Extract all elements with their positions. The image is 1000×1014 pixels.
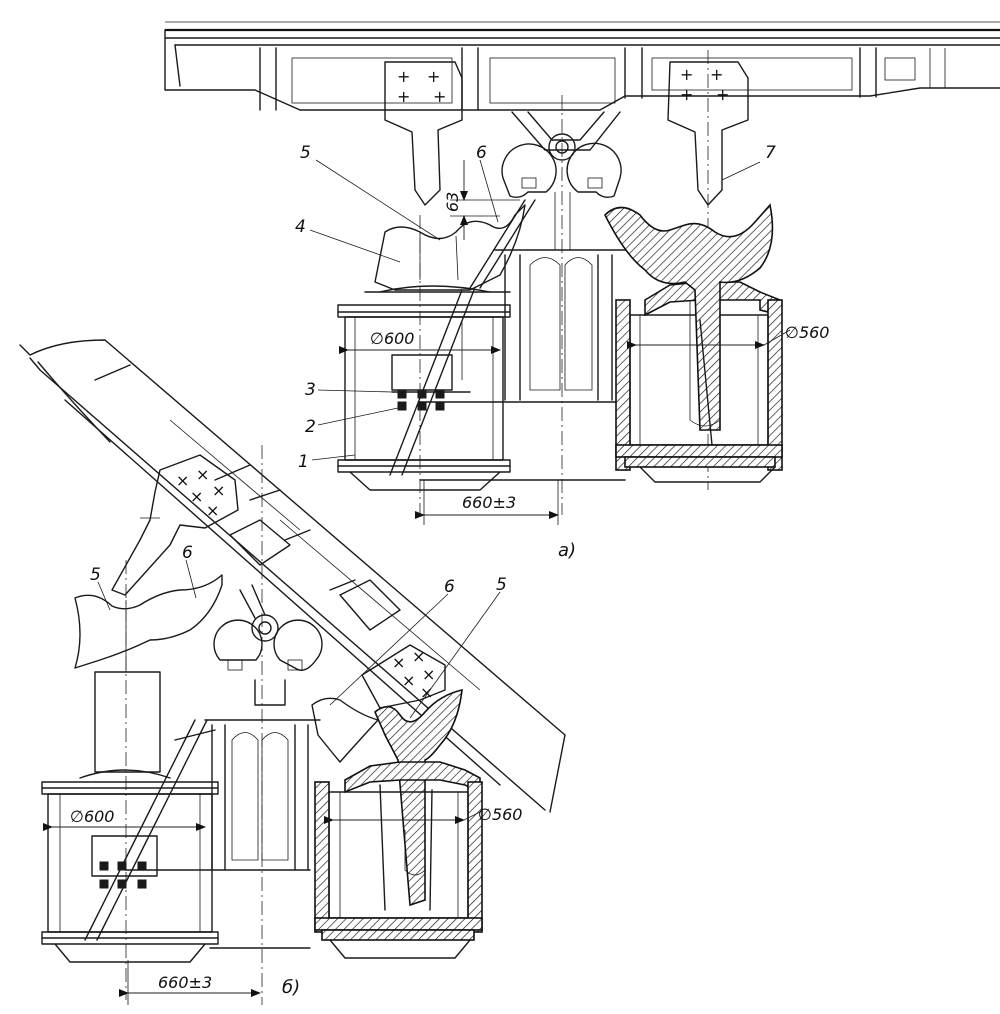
svg-text:×: × [412, 647, 425, 666]
view-a: ++ ++ ++ ++ [164, 21, 1000, 515]
svg-text:×: × [190, 487, 203, 506]
leaders-a [309, 159, 761, 461]
label-4-a: 4 [295, 217, 306, 237]
svg-text:+: + [433, 87, 446, 106]
view-b: ×× ×× × [19, 339, 566, 1005]
label-2-a: 2 [305, 417, 316, 437]
label-6-b-right: 6 [444, 577, 455, 597]
girder-bracket-left-a: ++ ++ [384, 61, 463, 206]
labels-view-a: 5 6 7 4 3 2 1 [295, 143, 776, 472]
svg-text:+: + [716, 85, 729, 104]
yoke-left-a [364, 199, 536, 293]
cylinder-right-a [604, 203, 783, 483]
label-1-a: 1 [298, 452, 309, 472]
dim-dia-560-a: ∅560 [785, 323, 829, 342]
pivot-b [213, 445, 323, 1005]
label-6-a: 6 [476, 143, 487, 163]
frame-a [419, 192, 631, 481]
svg-text:×: × [196, 465, 209, 484]
dim-dia-560-b: ∅560 [478, 805, 522, 824]
caption-a: а) [558, 540, 576, 561]
label-5-a: 5 [300, 143, 311, 163]
rollers-a [501, 142, 622, 199]
label-7-a: 7 [765, 143, 776, 163]
label-5-b-right: 5 [496, 575, 507, 595]
bracket-upper-b: ×× ×× × [111, 454, 239, 596]
captions: а) б) [282, 540, 576, 998]
dim-gap-63: 63 [443, 192, 462, 212]
dimension-texts: 63 ∅600 ∅560 660±3 ∅600 ∅560 660±3 [70, 192, 829, 992]
girder-a [164, 21, 1000, 111]
svg-text:×: × [422, 665, 435, 684]
dim-dia-600-a: ∅600 [370, 329, 414, 348]
dim-offset-a: 660±3 [462, 493, 516, 512]
svg-text:×: × [392, 653, 405, 672]
svg-text:×: × [402, 671, 415, 690]
label-3-a: 3 [305, 380, 316, 400]
cylinder-left-b [41, 671, 219, 963]
svg-text:+: + [680, 85, 693, 104]
dimensions-a [339, 160, 791, 525]
dimensions-b [43, 811, 481, 1005]
svg-text:+: + [397, 87, 410, 106]
leaders-b [97, 559, 501, 719]
pivot-a [511, 95, 621, 515]
svg-text:×: × [420, 683, 433, 702]
svg-text:×: × [212, 481, 225, 500]
svg-text:+: + [427, 67, 440, 86]
svg-text:+: + [680, 65, 693, 84]
svg-text:×: × [206, 501, 219, 520]
svg-text:+: + [710, 65, 723, 84]
caption-b: б) [282, 977, 300, 998]
dim-dia-600-b: ∅600 [70, 807, 114, 826]
cylinder-right-b [314, 761, 483, 959]
girder-bracket-right-a: ++ ++ [667, 50, 749, 490]
svg-text:×: × [176, 471, 189, 490]
yoke-left-b [74, 560, 223, 1000]
labels-view-b: 5 6 6 5 [90, 543, 507, 597]
girder-b [19, 339, 566, 813]
cylinder-left-a [337, 215, 511, 515]
bracket-right-b: ×× ×× × [311, 644, 463, 907]
label-6-b-left: 6 [182, 543, 193, 563]
label-5-b-left: 5 [90, 565, 101, 585]
frame-b [124, 719, 321, 949]
dim-offset-b: 660±3 [158, 973, 212, 992]
svg-text:+: + [397, 67, 410, 86]
